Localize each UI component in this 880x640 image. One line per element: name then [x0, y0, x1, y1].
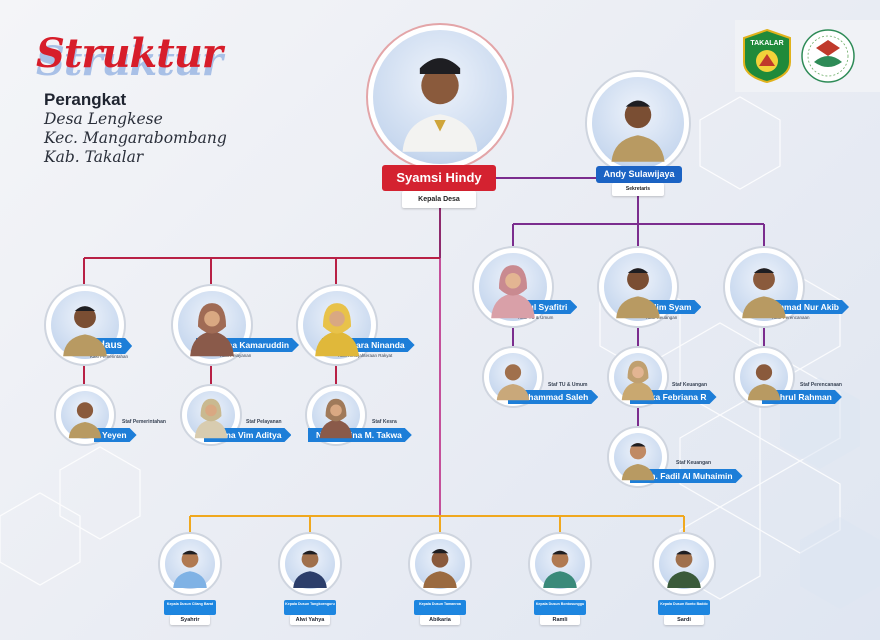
photo-staf-pelayanan: [180, 384, 242, 446]
photo-dusun-3: [408, 532, 472, 596]
photo-kaur-tu: [472, 246, 554, 328]
photo-staf-keuangan-1: [607, 346, 669, 408]
staf-keuangan-1-role: Staf Keuangan: [672, 382, 708, 388]
sekretaris-name: Andy Sulawijaya: [596, 166, 682, 183]
photo-sekretaris: [585, 70, 691, 176]
photo-dusun-2: [278, 532, 342, 596]
kaur-keuangan-role: Kaur Keuangan: [646, 315, 678, 320]
person-kaur-keuangan-icon: [616, 268, 660, 319]
kaur-perencanaan-role: Kaur Perencanaan: [772, 315, 810, 320]
person-staf-keuangan-1-icon: [621, 360, 655, 401]
kasi-kesra-role: Kasi Kesejahteraan Rakyat: [338, 353, 393, 358]
photo-kasi-pelayanan: [171, 284, 253, 366]
dusun-3-role: Kepala Dusun Tamanroa: [414, 600, 466, 615]
dusun-5-name: Sardi: [664, 615, 704, 625]
person-dusun-3-icon: [423, 549, 457, 588]
photo-dusun-4: [528, 532, 592, 596]
takalar-logo-label: TAKALAR: [750, 40, 783, 47]
photo-kasi-kesra: [296, 284, 378, 366]
person-kaur-tu-icon: [491, 265, 535, 319]
staf-keuangan-2-role: Staf Keuangan: [676, 460, 712, 466]
photo-dusun-1: [158, 532, 222, 596]
dusun-2-role: Kepala Dusun Tangkoenguru: [284, 600, 336, 615]
kepala-desa-role: Kepala Desa: [402, 191, 476, 208]
photo-staf-kesra: [305, 384, 367, 446]
kaur-tu-role: Kaur TU & Umum: [518, 315, 554, 320]
dusun-5-role: Kepala Dusun Bonto Baddo: [658, 600, 710, 615]
takalar-logo: TAKALAR: [743, 28, 791, 84]
dusun-1-role: Kepala Dusun Cilang Barat: [164, 600, 216, 615]
staf-pelayanan-role: Staf Pelayanan: [246, 419, 282, 425]
dusun-2-name: Alwi Yahya: [290, 615, 330, 625]
person-kasi-kesra-icon: [315, 303, 359, 357]
person-staf-kesra-icon: [319, 398, 353, 439]
dusun-4-role: Kepala Dusun Bontosunggu: [534, 600, 586, 615]
photo-kaur-keuangan: [597, 246, 679, 328]
photo-dusun-5: [652, 532, 716, 596]
staf-keuangan-2-name: Muh. Fadil Al Muhaimin: [630, 469, 743, 483]
person-staf-tu-icon: [496, 364, 530, 401]
photo-staf-tu: [482, 346, 544, 408]
staf-perencanaan-role: Staf Perencanaan: [800, 382, 842, 388]
dusun-1-name: Syahrir: [170, 615, 210, 625]
person-dusun-1-icon: [173, 550, 207, 588]
title-line-village: Desa Lengkese: [44, 110, 163, 128]
photo-kepala-desa: [366, 23, 514, 171]
person-dusun-4-icon: [543, 550, 577, 588]
person-staf-pemerintahan-icon: [68, 402, 102, 439]
staf-kesra-role: Staf Kesra: [372, 419, 397, 425]
staf-pemerintahan-role: Staf Pemerintahan: [122, 419, 166, 425]
person-staf-pelayanan-icon: [194, 398, 228, 439]
kkn-logo: [801, 29, 855, 83]
title-main: Perangkat: [44, 90, 127, 109]
photo-staf-pemerintahan: [54, 384, 116, 446]
person-staf-perencanaan-icon: [747, 364, 781, 401]
dusun-4-name: Ramli: [540, 615, 580, 625]
person-kepala-desa-icon: [402, 58, 478, 152]
staf-perencanaan-name: Fahrul Rahman: [762, 390, 842, 404]
photo-staf-keuangan-2: [607, 426, 669, 488]
kepala-desa-name: Syamsi Hindy: [382, 165, 496, 191]
title-line-regency: Kab. Takalar: [44, 148, 144, 166]
dusun-3-name: Abikaria: [420, 615, 460, 625]
title-script: Struktur: [36, 30, 223, 77]
photo-kasi-pemerintahan: [44, 284, 126, 366]
sekretaris-role: Sekretaris: [612, 183, 664, 196]
staf-tu-role: Staf TU & Umum: [548, 382, 588, 388]
person-dusun-2-icon: [293, 550, 327, 588]
person-sekretaris-icon: [611, 100, 665, 162]
kasi-pelayanan-role: Kasi Pelayanan: [220, 353, 252, 358]
person-staf-keuangan-2-icon: [621, 443, 655, 481]
title-line-district: Kec. Mangarabombang: [44, 129, 227, 147]
staf-tu-name: Muhammad Saleh: [508, 390, 598, 404]
kasi-pemerintahan-role: Kasi Pemerintahan: [90, 354, 129, 359]
photo-staf-perencanaan: [733, 346, 795, 408]
photo-kaur-perencanaan: [723, 246, 805, 328]
person-kasi-pelayanan-icon: [190, 303, 234, 357]
person-dusun-5-icon: [667, 550, 701, 588]
staf-pemerintahan-name: Yeyen: [94, 428, 137, 442]
person-kasi-pemerintahan-icon: [63, 306, 107, 357]
person-kaur-perencanaan-icon: [742, 268, 786, 319]
